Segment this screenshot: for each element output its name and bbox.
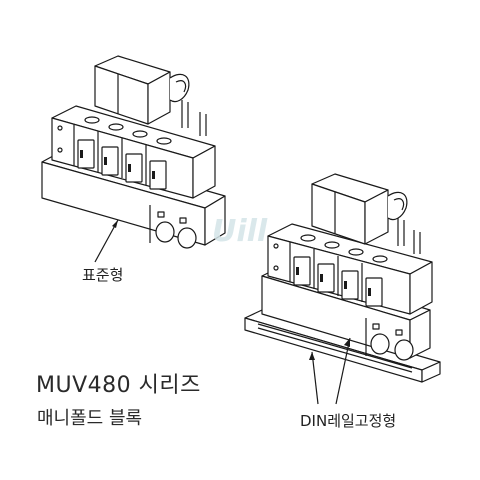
din-rail — [244, 309, 441, 383]
standard-solenoid — [94, 55, 207, 136]
label-standard-type: 표준형 — [82, 266, 124, 284]
standard-type-assembly — [41, 55, 226, 249]
din-leader-lines — [311, 337, 351, 405]
series-subtitle: 매니폴드 블록 — [37, 408, 143, 429]
din-rail-type-assembly — [244, 173, 441, 383]
standard-valve-stack — [51, 105, 216, 199]
din-solenoid — [311, 173, 421, 254]
label-din-rail-type: DIN레일고정형 — [300, 412, 397, 430]
series-title: MUV480 시리즈 — [36, 373, 201, 398]
watermark-text: Uill — [212, 214, 268, 249]
din-valve-stack — [267, 223, 433, 315]
